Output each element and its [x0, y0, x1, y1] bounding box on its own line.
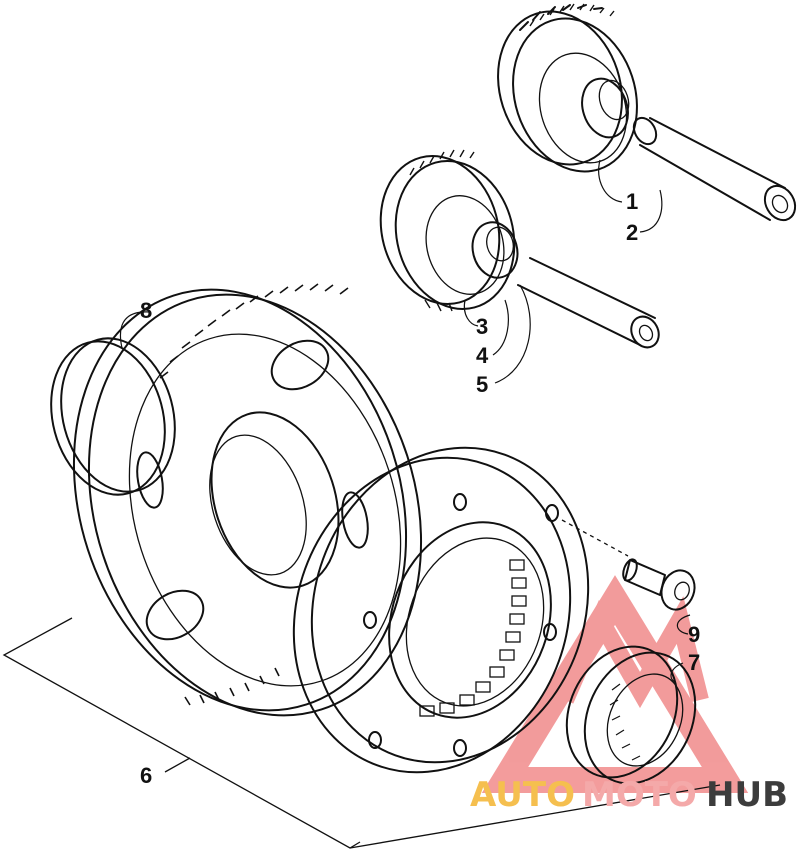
bearing-part-7 — [565, 645, 697, 785]
watermark-logo — [481, 575, 749, 793]
callout-6: 6 — [140, 763, 152, 788]
callout-5: 5 — [476, 372, 488, 397]
clutch-housing — [292, 446, 590, 774]
callout-9: 9 — [688, 622, 700, 647]
cap-screw-part-9 — [561, 519, 696, 611]
callout-4: 4 — [476, 343, 489, 368]
washer-part-8 — [50, 337, 176, 496]
watermark-auto: AUTO — [470, 775, 575, 815]
shaft-part-2 — [632, 116, 797, 222]
callout-8: 8 — [140, 298, 152, 323]
watermark-moto: MOTO — [582, 775, 697, 815]
idler-gear-part-3 — [379, 149, 519, 312]
starter-driven-gear — [72, 283, 423, 717]
callout-2: 2 — [626, 220, 638, 245]
leader-lines — [119, 159, 691, 683]
shaft-part-4 — [517, 257, 660, 349]
callout-labels: 1 2 3 4 5 6 7 8 9 — [140, 189, 700, 788]
driven-gear-part-1 — [497, 3, 638, 173]
watermark-hub: HUB — [706, 775, 788, 815]
callout-1: 1 — [626, 189, 638, 214]
watermark-text: AUTO MOTO HUB — [470, 775, 788, 815]
callout-7: 7 — [688, 650, 700, 675]
group-bracket-6 — [2, 617, 721, 849]
callout-3: 3 — [476, 314, 488, 339]
